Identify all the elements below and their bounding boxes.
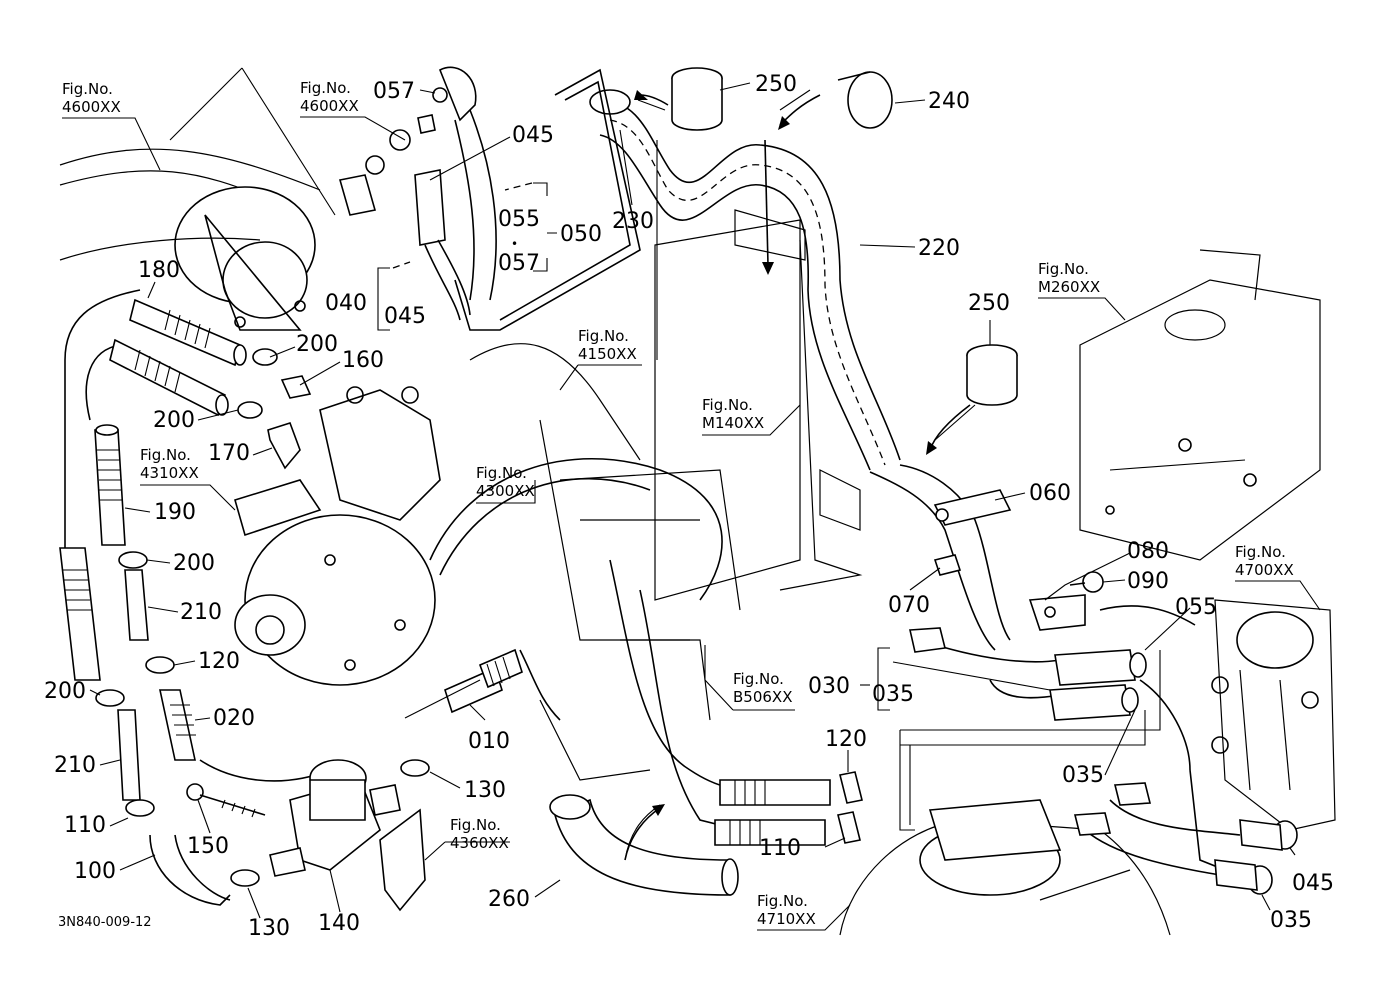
part-label-130: 130 bbox=[464, 778, 506, 803]
part-label-180: 180 bbox=[138, 258, 180, 283]
part-label-057: 057 bbox=[373, 79, 415, 104]
fig-ref-b506xx: Fig.No.B506XX bbox=[733, 670, 792, 706]
part-label-150: 150 bbox=[187, 834, 229, 859]
connectors-045-035 bbox=[1214, 819, 1298, 895]
fig-ref-4310xx: Fig.No.4310XX bbox=[140, 446, 199, 482]
elbow-170 bbox=[267, 422, 301, 470]
part-label-110: 110 bbox=[64, 813, 106, 838]
part-label-055: 055 bbox=[1175, 595, 1217, 620]
part-label-040: 040 bbox=[325, 291, 367, 316]
part-label-080: 080 bbox=[1127, 539, 1169, 564]
fig-ref-4700xx: Fig.No.4700XX bbox=[1235, 543, 1294, 579]
bolt-150 bbox=[186, 783, 266, 818]
part-label-dot: • bbox=[511, 237, 518, 251]
figure-references: Fig.No.4600XX Fig.No.4600XX Fig.No.4150X… bbox=[62, 79, 1294, 928]
part-label-035: 035 bbox=[1062, 763, 1104, 788]
arrows bbox=[624, 90, 971, 861]
sleeves bbox=[671, 67, 1018, 406]
part-label-130: 130 bbox=[248, 916, 290, 941]
background-structures bbox=[59, 148, 1336, 936]
fig-ref-4150xx: Fig.No.4150XX bbox=[578, 327, 637, 363]
part-label-070: 070 bbox=[888, 593, 930, 618]
part-label-035: 035 bbox=[872, 682, 914, 707]
part-label-055: 055 bbox=[498, 207, 540, 232]
bracket-4360 bbox=[379, 808, 426, 912]
drawing-code: 3N840-009-12 bbox=[58, 915, 152, 930]
fig-ref-4300xx: Fig.No.4300XX bbox=[476, 464, 535, 500]
part-label-100: 100 bbox=[74, 859, 116, 884]
part-label-110: 110 bbox=[759, 836, 801, 861]
part-label-010: 010 bbox=[468, 729, 510, 754]
leader-lines bbox=[62, 67, 1321, 931]
hose-190 bbox=[94, 424, 126, 546]
bolt-070 bbox=[933, 554, 962, 576]
hose-180 bbox=[129, 298, 247, 367]
part-label-200: 200 bbox=[173, 551, 215, 576]
fig-ref-4600xx-top: Fig.No.4600XX bbox=[300, 79, 359, 115]
part-label-050: 050 bbox=[560, 222, 602, 247]
fig-ref-4360xx: Fig.No.4360XX bbox=[450, 816, 509, 852]
part-label-250: 250 bbox=[968, 291, 1010, 316]
part-label-250: 250 bbox=[755, 72, 797, 97]
part-label-030: 030 bbox=[808, 674, 850, 699]
part-label-057: 057 bbox=[498, 251, 540, 276]
nipple-160 bbox=[280, 375, 312, 399]
part-label-120: 120 bbox=[198, 649, 240, 674]
fig-ref-m140xx: Fig.No.M140XX bbox=[702, 396, 764, 432]
part-label-170: 170 bbox=[208, 441, 250, 466]
part-label-230: 230 bbox=[612, 209, 654, 234]
hoses bbox=[64, 68, 1251, 906]
fig-ref-4600xx-left: Fig.No.4600XX bbox=[62, 80, 121, 116]
part-label-160: 160 bbox=[342, 348, 384, 373]
hose-200-210 bbox=[59, 547, 196, 801]
fig-ref-m260xx: Fig.No.M260XX bbox=[1038, 260, 1100, 296]
connectors-120-110 bbox=[714, 779, 831, 846]
part-label-200: 200 bbox=[296, 332, 338, 357]
fig-ref-4710xx: Fig.No.4710XX bbox=[757, 892, 816, 928]
clamps bbox=[95, 348, 863, 887]
part-label-045: 045 bbox=[384, 304, 426, 329]
part-label-220: 220 bbox=[918, 236, 960, 261]
part-label-090: 090 bbox=[1127, 569, 1169, 594]
part-label-200: 200 bbox=[44, 679, 86, 704]
clamp-080 bbox=[1028, 594, 1086, 631]
sensors-055-035 bbox=[909, 627, 1152, 836]
part-label-210: 210 bbox=[54, 753, 96, 778]
part-label-045: 045 bbox=[1292, 871, 1334, 896]
clamp-060 bbox=[933, 489, 1012, 526]
part-label-035: 035 bbox=[1270, 908, 1312, 933]
part-label-210: 210 bbox=[180, 600, 222, 625]
valve-140 bbox=[269, 759, 401, 877]
part-label-020: 020 bbox=[213, 706, 255, 731]
part-label-045: 045 bbox=[512, 123, 554, 148]
sensors-top bbox=[338, 66, 497, 321]
part-label-260: 260 bbox=[488, 887, 530, 912]
part-label-190: 190 bbox=[154, 500, 196, 525]
part-label-120: 120 bbox=[825, 727, 867, 752]
part-label-060: 060 bbox=[1029, 481, 1071, 506]
part-label-140: 140 bbox=[318, 911, 360, 936]
part-label-240: 240 bbox=[928, 89, 970, 114]
part-numbers: 057 045 055 • 057 050 040 045 250 240 23… bbox=[44, 72, 1334, 941]
part-label-200: 200 bbox=[153, 408, 195, 433]
coupling-010 bbox=[444, 648, 523, 714]
hardware-parts bbox=[59, 66, 1298, 912]
